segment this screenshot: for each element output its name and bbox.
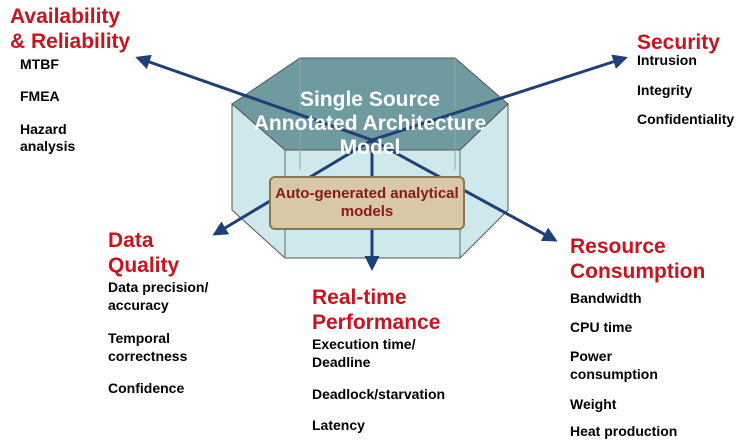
realtime-heading-2: Performance [312,311,441,334]
data-quality-item: correctness [108,348,188,364]
security-heading: Security [637,31,720,54]
resource-item: Weight [570,396,617,412]
availability-item: Hazard [20,121,67,137]
realtime-heading-1: Real-time [312,286,407,309]
availability-item: FMEA [20,88,60,104]
security-item: Integrity [637,82,693,98]
data-quality-heading-2: Quality [108,254,180,277]
resource-item: Bandwidth [570,290,642,306]
auto-generated-models-box: Auto-generated analytical models [269,176,465,230]
realtime-item: Execution time/ [312,336,416,352]
realtime-item: Deadlock/starvation [312,386,446,402]
data-quality-item: accuracy [108,297,169,313]
availability-item: analysis [20,138,76,154]
availability-heading: Availability [10,5,121,28]
data-quality-heading-1: Data [108,229,154,252]
availability-item: MTBF [20,56,59,72]
resource-item: Power [570,348,613,364]
resource-item: consumption [570,366,658,382]
resource-item: CPU time [570,319,633,335]
security-item: Intrusion [637,52,697,68]
arrow-availability [135,54,373,142]
resource-heading-1: Resource [570,235,666,258]
center-title: Single Source Annotated Architecture Mod… [253,88,487,159]
auto-generated-models-label: Auto-generated analytical models [275,185,459,220]
reliability-heading: & Reliability [10,30,131,53]
resource-item: Heat production [570,423,678,439]
realtime-item: Latency [312,417,365,433]
resource-heading-2: Consumption [570,260,706,283]
arrow-security [371,54,628,142]
realtime-item: Deadline [312,354,371,370]
security-item: Confidentiality [637,111,735,127]
data-quality-item: Temporal [108,330,170,346]
data-quality-item: Confidence [108,380,185,396]
data-quality-item: Data precision/ [108,279,209,295]
